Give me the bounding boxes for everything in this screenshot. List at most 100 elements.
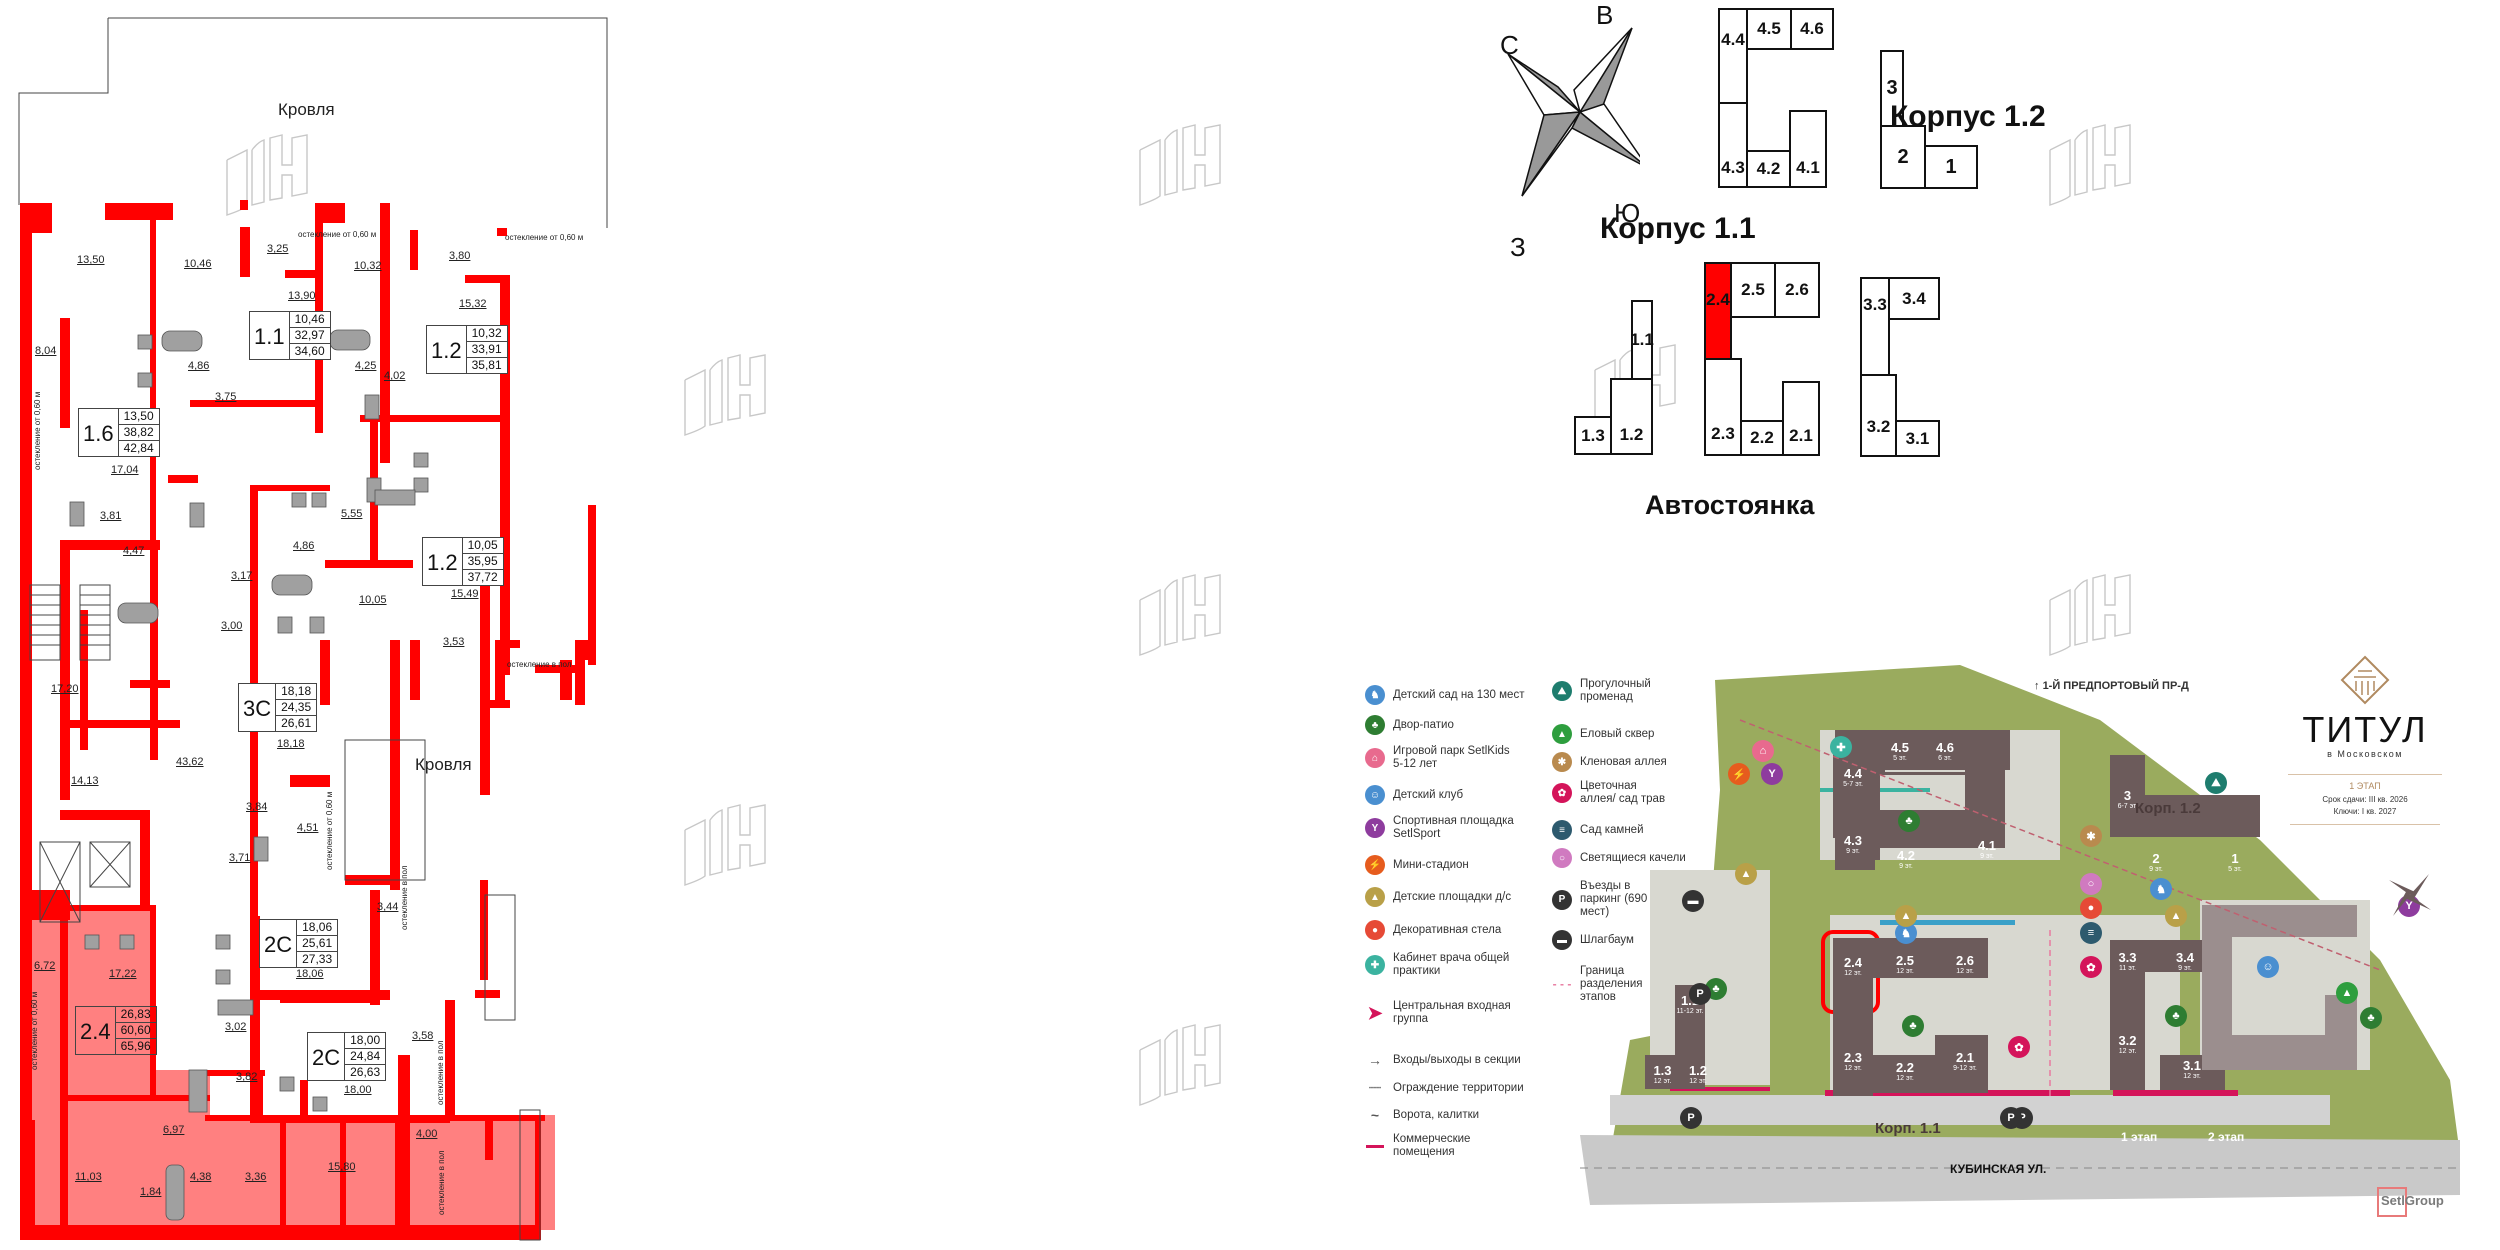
- room-area: 3,25: [267, 243, 289, 255]
- legend-item: ●Декоративная стела: [1365, 920, 1501, 940]
- room-area: 3,82: [236, 1071, 258, 1083]
- watermark-logo-icon: [684, 804, 766, 886]
- compass-south: Ю: [1614, 198, 1641, 228]
- section-2[interactable]: 2: [1880, 125, 1926, 189]
- total-with-balcony: 26,61: [281, 716, 312, 730]
- parking-icon: P: [1552, 889, 1572, 910]
- developer-logo: SetlGroup: [2377, 1187, 2447, 1217]
- room-area: 1,84: [140, 1186, 162, 1198]
- room-area: 3,36: [245, 1171, 267, 1183]
- room-area: 8,04: [35, 345, 57, 357]
- room-area: 4,86: [188, 360, 210, 372]
- fir-tree-icon: ▲: [1552, 724, 1572, 744]
- section-1-2[interactable]: 1.2: [1610, 378, 1653, 455]
- room-area: 18,00: [344, 1084, 372, 1096]
- glazing-note: остекление от 0,60 м: [325, 791, 334, 870]
- entrance-arrow-icon: ➤: [1367, 1002, 1383, 1023]
- watermark-logo-icon: [2049, 124, 2131, 206]
- developer-logo-frame: [2377, 1187, 2407, 1217]
- legend-item: ♞Детский сад на 130 мест: [1365, 685, 1524, 705]
- section-4-2[interactable]: 4.2: [1746, 150, 1791, 188]
- medical-cross-icon: ✚: [1365, 955, 1385, 975]
- room-area: 3,80: [449, 250, 471, 262]
- room-area: 15,80: [328, 1161, 356, 1173]
- section-2-2[interactable]: 2.2: [1740, 420, 1784, 456]
- brand-block: ТИТУЛ в Московском 1 ЭТАП Срок сдачи: II…: [2280, 655, 2450, 855]
- parking-title: Автостоянка: [1645, 490, 1815, 520]
- total-area: 60,60: [115, 1023, 156, 1039]
- barrier-icon: ▬: [1552, 930, 1572, 950]
- medical-cross-icon: ✚: [1830, 736, 1852, 758]
- glazing-note: остекление от 0,60 м: [30, 991, 39, 1070]
- key-plan: С В Ю З 4.4 4.5 4.6 4.3 4.2 4.1 3 2 1 Ко…: [1480, 0, 2500, 620]
- section-1[interactable]: 1: [1924, 145, 1978, 189]
- section-2-3[interactable]: 2.3: [1704, 358, 1742, 456]
- section-2-5[interactable]: 2.5: [1730, 262, 1776, 318]
- section-2-1[interactable]: 2.1: [1782, 381, 1820, 456]
- section-3-4[interactable]: 3.4: [1888, 277, 1940, 320]
- section-4-5[interactable]: 4.5: [1746, 8, 1792, 50]
- section-4-3[interactable]: 4.3: [1718, 102, 1748, 188]
- room-area: 5,55: [341, 508, 363, 520]
- promenade-icon: ⛰: [1552, 681, 1572, 701]
- section-3-3[interactable]: 3.3: [1860, 277, 1890, 376]
- room-area: 3,81: [100, 510, 122, 522]
- total-with-balcony: 65,96: [120, 1039, 151, 1053]
- section-4-6[interactable]: 4.6: [1790, 8, 1834, 50]
- parking-icon: P: [1689, 983, 1711, 1005]
- total-area: 38,82: [118, 425, 159, 441]
- tree-bench-icon: ♣: [1898, 810, 1920, 832]
- living-area: 10,05: [462, 538, 503, 554]
- section-4-1[interactable]: 4.1: [1789, 110, 1827, 188]
- section-2-4-selected[interactable]: 2.4: [1704, 262, 1732, 360]
- room-area: 3,53: [443, 636, 465, 648]
- total-with-balcony: 26,63: [350, 1065, 381, 1079]
- developer-name: SetlGroup: [2381, 1193, 2444, 1208]
- map-pin-icon: ●: [1365, 920, 1385, 940]
- rocking-horse-icon: ♞: [1895, 922, 1917, 944]
- section-2-6[interactable]: 2.6: [1774, 262, 1820, 318]
- section-4-4[interactable]: 4.4: [1718, 8, 1748, 104]
- section-3-2[interactable]: 3.2: [1860, 374, 1897, 457]
- section-3-1[interactable]: 3.1: [1895, 420, 1940, 457]
- section-1-1[interactable]: 1.1: [1630, 300, 1654, 380]
- room-area: 4,51: [297, 822, 319, 834]
- korp-1-2-label: Корп. 1.2: [2135, 800, 2201, 817]
- section-3[interactable]: 3: [1880, 50, 1904, 127]
- room-area: 10,05: [359, 594, 387, 606]
- total-with-balcony: 42,84: [123, 441, 154, 455]
- section-1-3[interactable]: 1.3: [1574, 416, 1612, 455]
- room-area: 14,13: [71, 775, 99, 787]
